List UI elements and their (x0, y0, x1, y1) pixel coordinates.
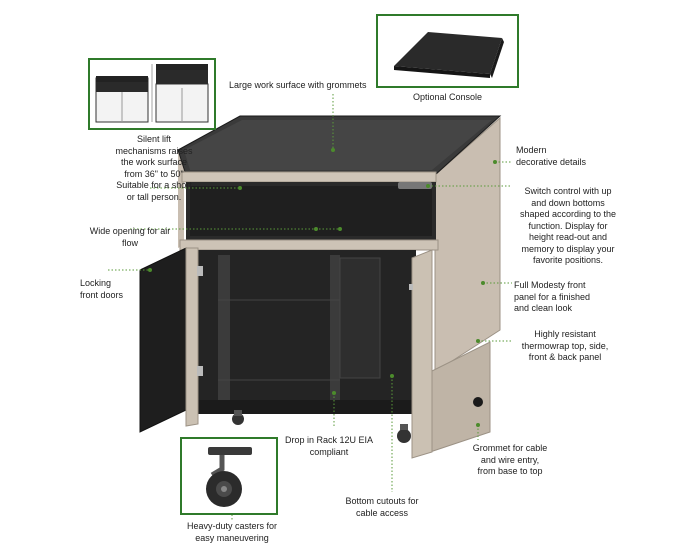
label-air-flow: Wide opening for air flow (89, 226, 171, 248)
label-optional-console: Optional Console (412, 92, 483, 102)
label-bottom-cutouts: Bottom cutouts for cable access (345, 496, 419, 518)
lift-comparison-inset (88, 58, 216, 130)
callout-dots (148, 148, 497, 427)
label-rack: Drop in Rack 12U EIA compliant (284, 435, 374, 457)
console-inset (376, 14, 519, 88)
callout-lines (108, 94, 512, 520)
console-image (394, 32, 504, 78)
label-locking-doors: Locking front doors (80, 278, 124, 300)
label-modern-details: Modern decorative details (516, 145, 587, 167)
label-modesty-panel: Full Modesty front panel for a finished … (514, 280, 591, 313)
label-grommet: Grommet for cable and wire entry, from b… (472, 443, 548, 476)
label-switch-control: Switch control with up and down bottoms … (519, 186, 617, 265)
caster-inset (180, 437, 278, 515)
label-thermowrap: Highly resistant thermowrap top, side, f… (521, 329, 609, 362)
caster-image (206, 447, 252, 507)
lift-comparison-image (95, 64, 209, 123)
label-silent-lift: Silent lift mechanisms raises the work s… (115, 134, 193, 202)
label-work-surface: Large work surface with grommets (229, 80, 367, 90)
label-casters: Heavy-duty casters for easy maneuvering (186, 521, 278, 543)
lectern-body (139, 115, 502, 459)
